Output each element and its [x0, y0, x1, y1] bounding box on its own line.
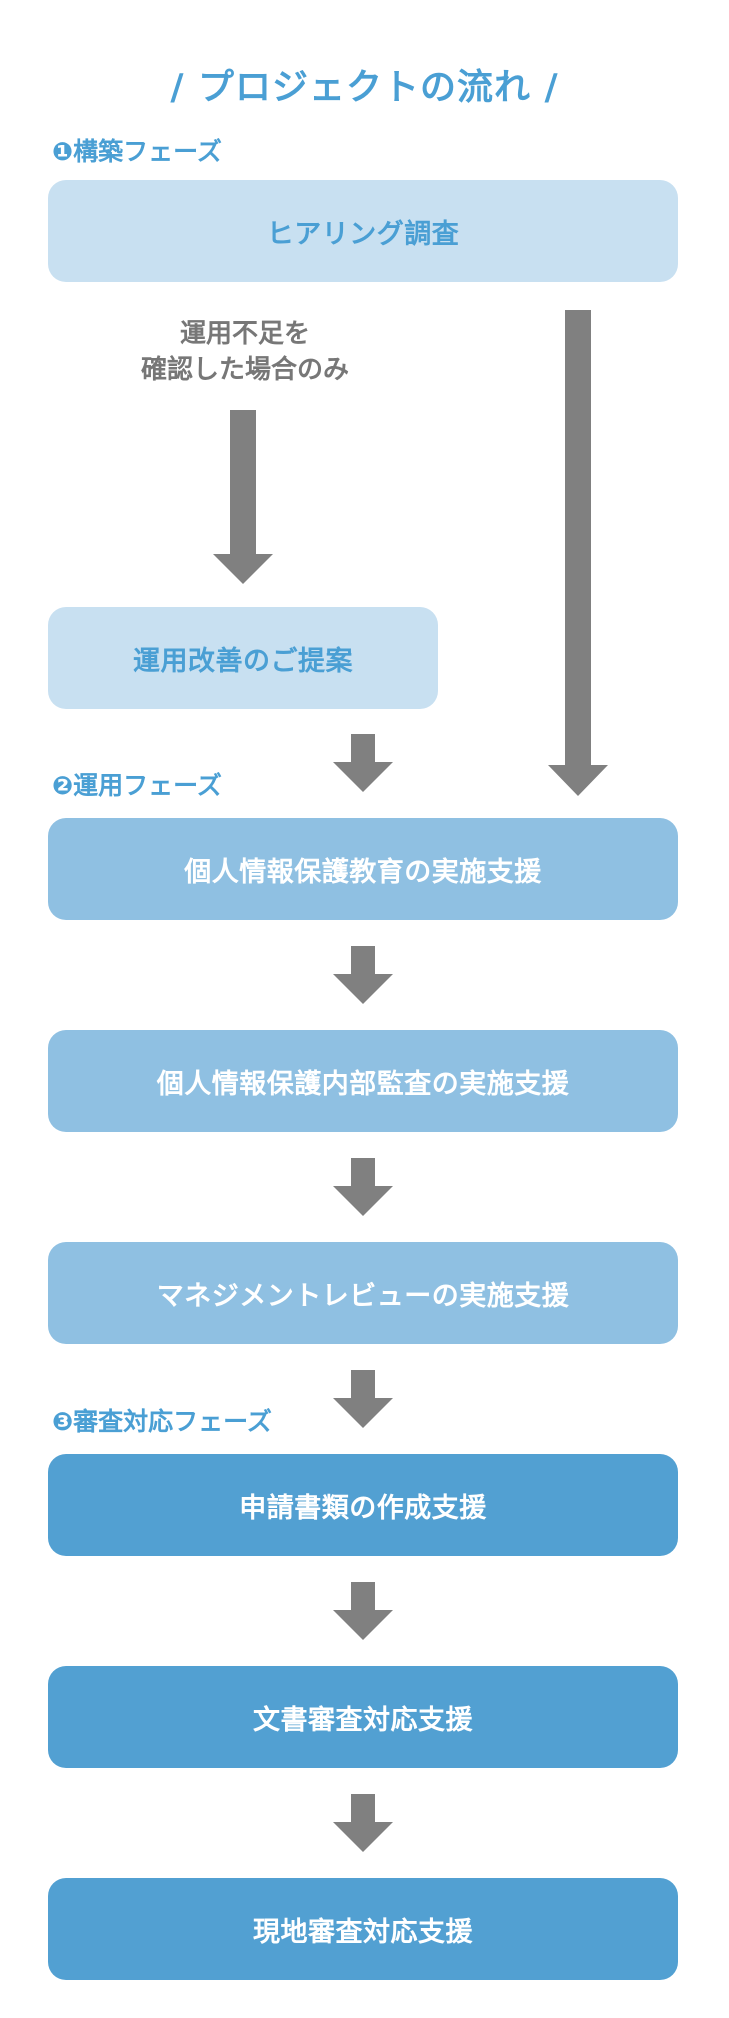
arrow-down-icon — [331, 1158, 395, 1216]
phase-label-operate: ❷運用フェーズ — [52, 771, 222, 800]
step-improvement-proposal: 運用改善のご提案 — [48, 607, 438, 709]
phase-label-review: ❸審査対応フェーズ — [52, 1407, 272, 1436]
step-onsite-review-support-label: 現地審査対応支援 — [253, 1916, 473, 1948]
branch-condition-note: 運用不足を 確認した場合のみ — [100, 316, 390, 388]
step-internal-audit-support-label: 個人情報保護内部監査の実施支援 — [156, 1068, 570, 1100]
arrow-down-icon — [331, 946, 395, 1004]
step-hearing: ヒアリング調査 — [48, 180, 678, 282]
arrow-down-icon — [331, 1582, 395, 1640]
step-application-support: 申請書類の作成支援 — [48, 1454, 678, 1556]
step-hearing-label: ヒアリング調査 — [266, 218, 460, 250]
arrow-down-icon — [331, 1370, 395, 1428]
arrow-down-icon — [210, 410, 276, 584]
step-management-review-support-label: マネジメントレビューの実施支援 — [156, 1280, 570, 1312]
step-document-review-support: 文書審査対応支援 — [48, 1666, 678, 1768]
step-internal-audit-support: 個人情報保護内部監査の実施支援 — [48, 1030, 678, 1132]
step-improvement-proposal-label: 運用改善のご提案 — [133, 645, 353, 677]
step-application-support-label: 申請書類の作成支援 — [239, 1492, 487, 1524]
branch-note-line2: 確認した場合のみ — [140, 355, 349, 385]
arrow-down-icon — [331, 1794, 395, 1852]
branch-note-line1: 運用不足を — [179, 319, 310, 349]
arrow-down-icon — [331, 734, 395, 792]
page-title: / プロジェクトの流れ / — [170, 67, 559, 108]
step-onsite-review-support: 現地審査対応支援 — [48, 1878, 678, 1980]
step-education-support-label: 個人情報保護教育の実施支援 — [184, 856, 542, 888]
step-management-review-support: マネジメントレビューの実施支援 — [48, 1242, 678, 1344]
step-education-support: 個人情報保護教育の実施支援 — [48, 818, 678, 920]
arrow-down-icon — [543, 310, 613, 796]
phase-label-build: ❶構築フェーズ — [52, 137, 222, 166]
step-document-review-support-label: 文書審査対応支援 — [253, 1704, 473, 1736]
